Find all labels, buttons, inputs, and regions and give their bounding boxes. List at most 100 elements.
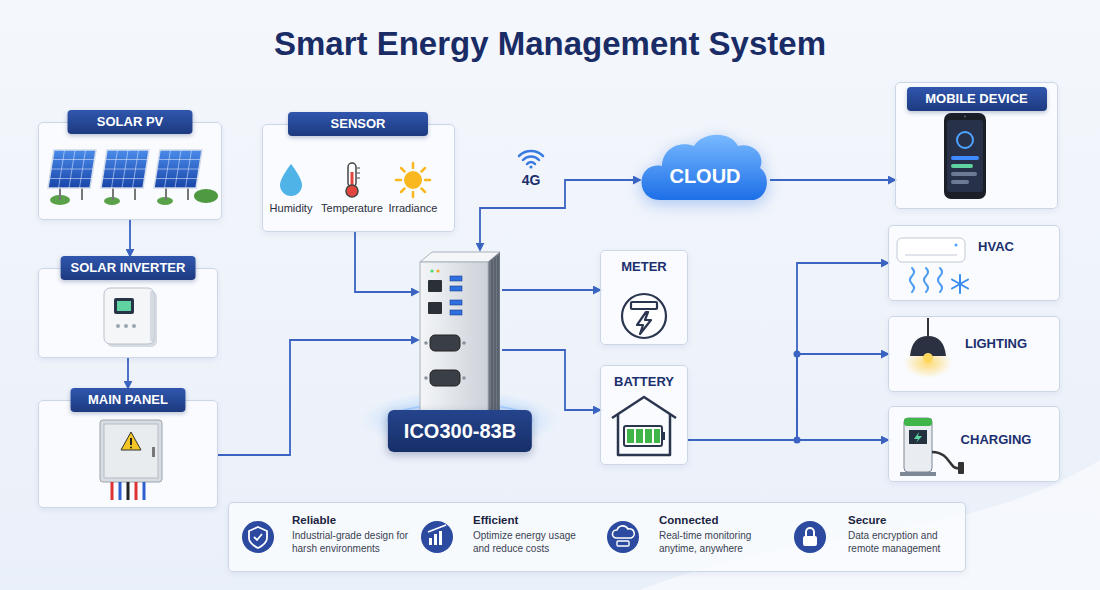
junction-dot (794, 351, 801, 358)
edge-computer-picture (462, 376, 466, 380)
edge-computer-picture (495, 258, 496, 416)
connector-arrow (770, 179, 895, 181)
phone-picture (947, 120, 983, 192)
ev-charger-icon (932, 452, 958, 468)
sensor-icons (425, 179, 430, 182)
inverter-picture (116, 324, 120, 328)
sensor-icons (280, 164, 302, 196)
wifi-symbol (519, 151, 543, 156)
connector-arrow (502, 350, 600, 410)
ev-charger-icon (900, 418, 964, 476)
cloud-label: CLOUD (669, 164, 740, 188)
node-label: LIGHTING (965, 336, 1027, 352)
air-conditioner-icon (897, 238, 965, 262)
feature-icons (254, 534, 262, 540)
load-box: HVAC (888, 225, 1060, 301)
sensor-icons (412, 163, 415, 168)
home-battery-icon (654, 429, 660, 443)
section-pill: MOBILE DEVICE (907, 87, 1047, 111)
main-panel-picture (100, 420, 162, 482)
feature-title: Efficient (473, 514, 518, 528)
box-fill (888, 225, 1060, 301)
meter-icon (622, 294, 666, 338)
sensor-box: SENSORHumidityTemperatureIrradiance (262, 112, 455, 232)
feature-icons (607, 521, 639, 553)
box-frame (262, 124, 455, 232)
connector-arrow (502, 289, 600, 291)
junction-dot (794, 437, 801, 444)
box-fill (262, 124, 455, 232)
ev-charger-icon (914, 432, 922, 443)
node-label: CHARGING (961, 432, 1032, 448)
sensor-icons (422, 189, 426, 193)
main-panel-picture (104, 424, 158, 478)
source-box: SOLAR PV (38, 110, 222, 220)
sensor-icons (422, 168, 426, 172)
lamp-icon (927, 318, 929, 337)
air-conditioner-icon (897, 238, 968, 293)
ev-charger-icon (904, 418, 932, 472)
home-battery-icon (612, 397, 676, 455)
inverter-picture (150, 291, 153, 341)
ev-charger-icon (958, 462, 964, 474)
box-frame (38, 122, 222, 220)
edge-computer-picture (450, 300, 462, 305)
phone-picture (951, 172, 977, 176)
air-conditioner-icon (952, 280, 968, 289)
solar-panel-picture (48, 150, 218, 205)
edge-computer-picture (492, 260, 493, 418)
edge-computer-picture (428, 280, 442, 292)
box-frame (38, 268, 218, 358)
phone-picture (964, 116, 966, 118)
feature-icons (249, 527, 267, 548)
edge-computer-picture (428, 302, 442, 314)
sensor-icons (401, 168, 405, 172)
feature-icons (794, 521, 826, 553)
solar-panel-picture (194, 189, 218, 203)
inverter-picture (124, 324, 128, 328)
main-panel-picture (135, 482, 138, 500)
edge-computer-picture (420, 252, 500, 262)
feature-text: Data encryption and remote management (848, 530, 960, 555)
phone-picture (944, 113, 986, 199)
feature-icons (617, 541, 629, 546)
main-panel-picture (130, 447, 132, 449)
sensor-icons (412, 192, 415, 197)
solar-panel-picture (48, 150, 96, 200)
box-fill (38, 122, 222, 220)
main-panel-picture (130, 438, 132, 445)
cloud-shape (642, 135, 767, 200)
sensor-icons (357, 168, 360, 169)
edge-computer-picture (436, 269, 439, 272)
solar-panel-picture (154, 150, 202, 200)
feature-icons (242, 521, 274, 553)
load-box: CHARGING (888, 406, 1060, 482)
edge-computer-picture (450, 286, 462, 291)
feature-title: Secure (848, 514, 886, 528)
main-panel-picture (119, 482, 122, 500)
network-label: 4G (522, 172, 541, 189)
node-label: HVAC (978, 239, 1014, 255)
phone-picture (951, 156, 979, 160)
panel-box: MAIN PANEL (38, 388, 218, 508)
edge-computer-picture (488, 252, 500, 425)
air-conditioner-icon (924, 268, 928, 292)
diagram-title: Smart Energy Management System (274, 24, 826, 64)
solar-panel-picture (101, 150, 149, 200)
box-frame (38, 400, 218, 508)
phone-picture (951, 180, 969, 184)
sensor-icons (280, 163, 430, 197)
sensor-label: Humidity (270, 202, 313, 215)
edge-computer-picture (430, 269, 433, 272)
meter-icon (631, 302, 657, 309)
sensor-icons (357, 178, 360, 179)
section-pill: MAIN PANEL (71, 388, 186, 412)
box-fill (228, 502, 966, 572)
connector-arrow (355, 232, 418, 292)
main-panel-picture (121, 432, 141, 450)
feature-text: Real-time monitoring anytime, anywhere (659, 530, 781, 555)
box-frame (888, 225, 1060, 301)
edge-computer-picture (424, 341, 428, 345)
air-conditioner-icon (938, 268, 942, 292)
feature-band: ReliableIndustrial-grade design for hars… (228, 502, 966, 572)
